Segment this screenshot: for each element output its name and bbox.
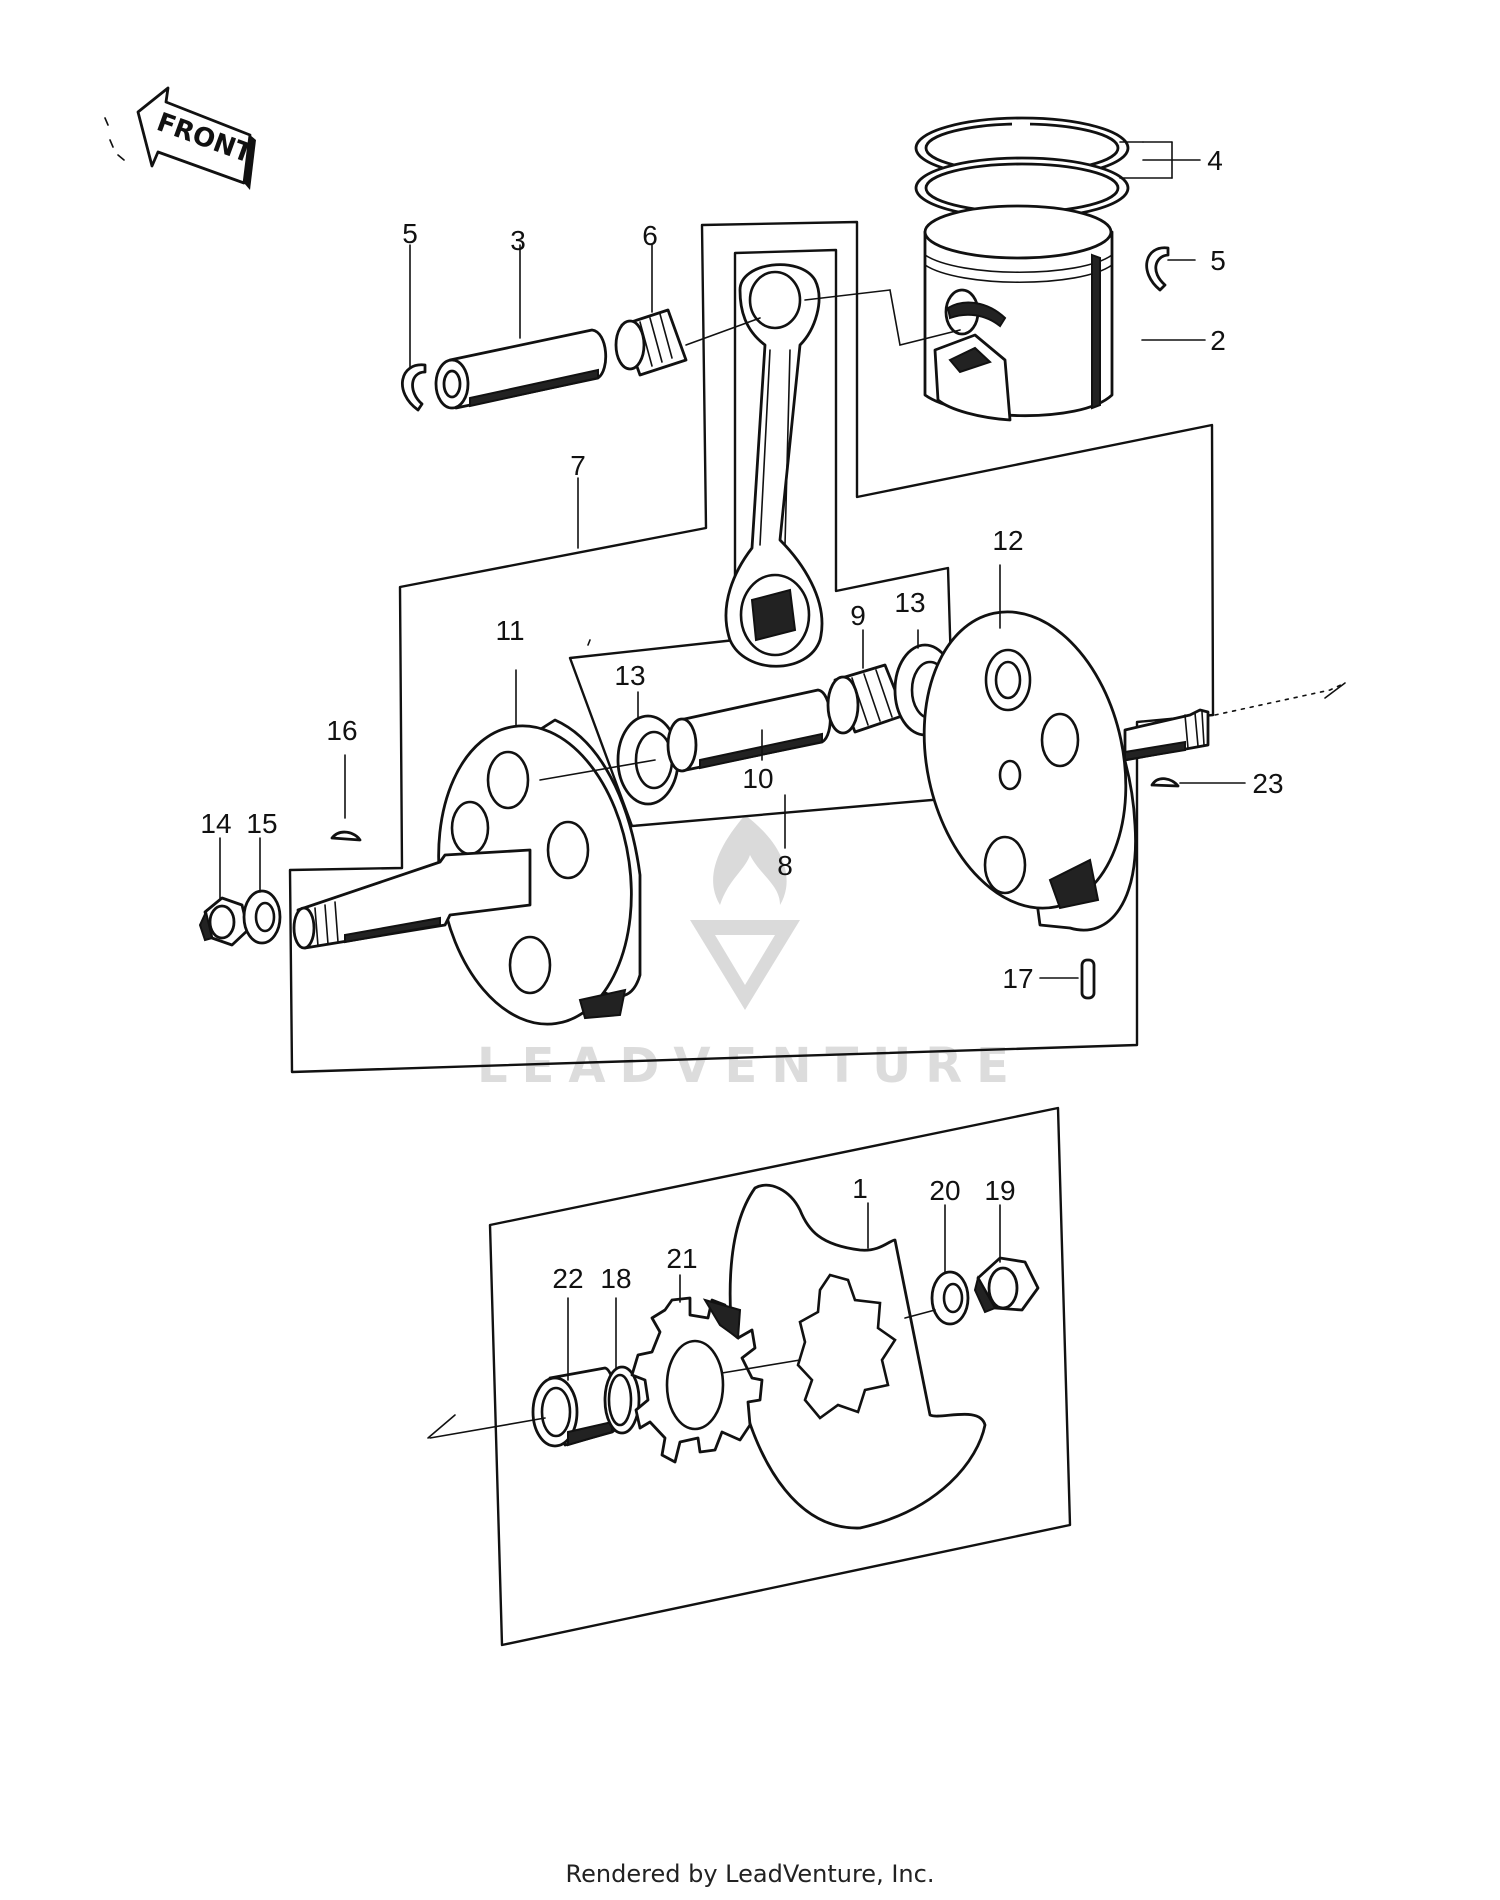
piston-rings: [914, 116, 1130, 220]
callout-22: 22: [552, 1263, 583, 1294]
lock-washer-right: [930, 1270, 970, 1326]
connecting-rod: [724, 263, 824, 668]
front-arrow-icon: FRONT: [104, 86, 257, 190]
nut-left: [198, 896, 250, 947]
assembly-7-outline: [288, 220, 1215, 1074]
callout-10: 10: [742, 763, 773, 794]
watermark-text: LEADVENTURE: [477, 1038, 1023, 1094]
gear-group-outline: [488, 1106, 1072, 1647]
circlip-right: [1145, 246, 1170, 292]
callout-13-left: 13: [614, 660, 645, 691]
right-crankshaft-journal: [1123, 708, 1210, 762]
callout-12: 12: [992, 525, 1023, 556]
callout-20: 20: [929, 1175, 960, 1206]
callout-23: 23: [1252, 768, 1283, 799]
callout-19: 19: [984, 1175, 1015, 1206]
callout-18: 18: [600, 1263, 631, 1294]
callout-13-right: 13: [894, 587, 925, 618]
gear: [630, 1296, 764, 1464]
woodruff-key-right: [1150, 777, 1180, 788]
left-crankshaft-journal: [292, 848, 532, 950]
callout-15: 15: [246, 808, 277, 839]
callout-4: 4: [1207, 145, 1223, 176]
balancer-plate: [728, 1183, 987, 1530]
callout-14: 14: [200, 808, 231, 839]
crank-pin: [666, 688, 832, 773]
dowel-pin: [1080, 958, 1096, 1000]
circlip-left: [401, 363, 427, 412]
thrust-washer-left: [616, 714, 680, 806]
callout-8: 8: [777, 850, 793, 881]
piston-pin: [434, 328, 608, 410]
big-end-bearing: [826, 663, 907, 735]
footer-credit: Rendered by LeadVenture, Inc.: [565, 1860, 935, 1888]
callout-16: 16: [326, 715, 357, 746]
callout-21: 21: [666, 1243, 697, 1274]
callout-5-right: 5: [1210, 245, 1226, 276]
callout-7: 7: [570, 450, 586, 481]
nut-right: [973, 1256, 1040, 1314]
watermark-logo: [690, 815, 800, 1010]
piston: [923, 204, 1114, 422]
callout-1: 1: [852, 1173, 868, 1204]
small-end-bearing: [614, 308, 688, 377]
callout-5-left: 5: [402, 218, 418, 249]
o-ring: [603, 1365, 641, 1435]
callout-9: 9: [850, 600, 866, 631]
callout-17: 17: [1002, 963, 1033, 994]
callout-3: 3: [510, 225, 526, 256]
left-flywheel: [437, 718, 642, 1026]
woodruff-key-left: [330, 830, 362, 842]
callout-6: 6: [642, 220, 658, 251]
callout-11: 11: [495, 615, 524, 646]
right-flywheel: [922, 610, 1137, 932]
callout-2: 2: [1210, 325, 1226, 356]
washer-left: [242, 889, 282, 945]
